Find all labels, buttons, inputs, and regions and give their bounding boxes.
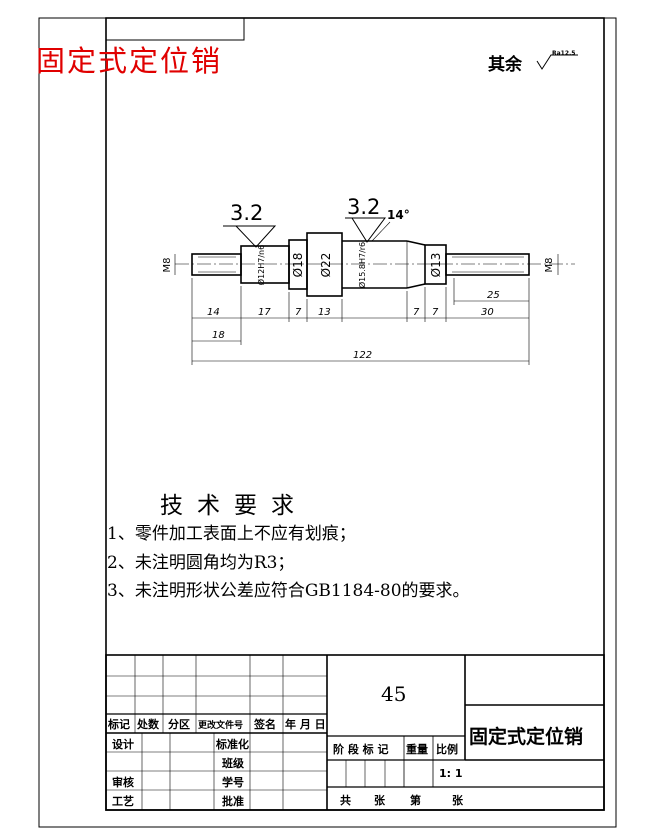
roughness-left-value: 3.2 — [230, 201, 263, 225]
dim-l25: 25 — [487, 290, 500, 301]
dim-l13: 13 — [318, 307, 331, 318]
tb-scale: 1: 1 — [439, 767, 463, 780]
tb-standardize: 标准化 — [216, 738, 249, 751]
dim-l30: 30 — [481, 307, 494, 318]
dim-d12: Ø12H7/n6 — [256, 245, 266, 285]
tb-zone: 分区 — [168, 718, 190, 731]
dim-l14: 14 — [207, 307, 220, 318]
dim-l7c: 7 — [432, 307, 439, 318]
roughness-symbol — [536, 54, 578, 70]
tb-ratio: 比例 — [436, 743, 458, 756]
part-name-title: 固定式定位销 — [36, 44, 223, 78]
roughness-mark-left — [223, 225, 277, 248]
dim-m8-right: M8 — [544, 258, 555, 273]
tb-review: 审核 — [112, 776, 134, 789]
roughness-mark-right — [345, 217, 386, 243]
dim-d22: Ø22 — [319, 253, 333, 278]
code-box — [105, 18, 245, 41]
tb-class: 班级 — [222, 757, 244, 770]
roughness-right-value: 3.2 — [347, 195, 380, 219]
tb-approve: 批准 — [222, 795, 244, 808]
tb-signature: 签名 — [254, 718, 276, 731]
tb-weight: 重量 — [406, 743, 428, 756]
tb-total: 共 — [340, 794, 351, 807]
dim-l17: 17 — [258, 307, 271, 318]
tb-no: 第 — [410, 794, 421, 807]
angle-leader — [371, 221, 391, 242]
tb-sheet: 张 — [374, 794, 385, 807]
roughness-value: Ra12.5 — [552, 50, 575, 57]
dim-l18: 18 — [212, 330, 225, 341]
tb-sheet2: 张 — [452, 794, 463, 807]
technical-requirements-title: 技术要求 — [160, 493, 308, 519]
angle-label: 14° — [387, 208, 410, 222]
note-item-3: 3、未注明形状公差应符合GB1184-80的要求。 — [107, 581, 470, 601]
tb-change-doc: 更改文件号 — [198, 721, 244, 731]
shaft-outline — [191, 232, 530, 297]
tb-quantity: 45 — [381, 682, 407, 706]
dim-l122: 122 — [353, 350, 372, 361]
tb-process: 工艺 — [112, 795, 134, 808]
dim-m8-left: M8 — [162, 258, 173, 273]
tb-count: 处数 — [137, 718, 159, 731]
tb-design: 设计 — [112, 738, 134, 751]
dim-d13: Ø13 — [429, 253, 443, 278]
roughness-note: 其余 — [488, 55, 522, 75]
dim-d15: Ø15.8H7/r6 — [357, 242, 367, 288]
tb-student-id: 学号 — [222, 776, 244, 789]
tb-mark: 标记 — [108, 718, 130, 731]
tb-stage-mark: 阶 段 标 记 — [333, 743, 389, 756]
inner-border — [105, 17, 605, 811]
dim-l7a: 7 — [295, 307, 302, 318]
dim-d18: Ø18 — [291, 253, 305, 278]
dim-l7b: 7 — [413, 307, 420, 318]
tb-date: 年 月 日 — [285, 718, 326, 731]
note-item-1: 1、零件加工表面上不应有划痕； — [107, 524, 356, 544]
dimension-lines — [192, 278, 529, 362]
note-item-2: 2、未注明圆角均为R3； — [107, 553, 295, 573]
title-block-grid — [105, 654, 605, 811]
tb-part-name: 固定式定位销 — [469, 726, 584, 748]
